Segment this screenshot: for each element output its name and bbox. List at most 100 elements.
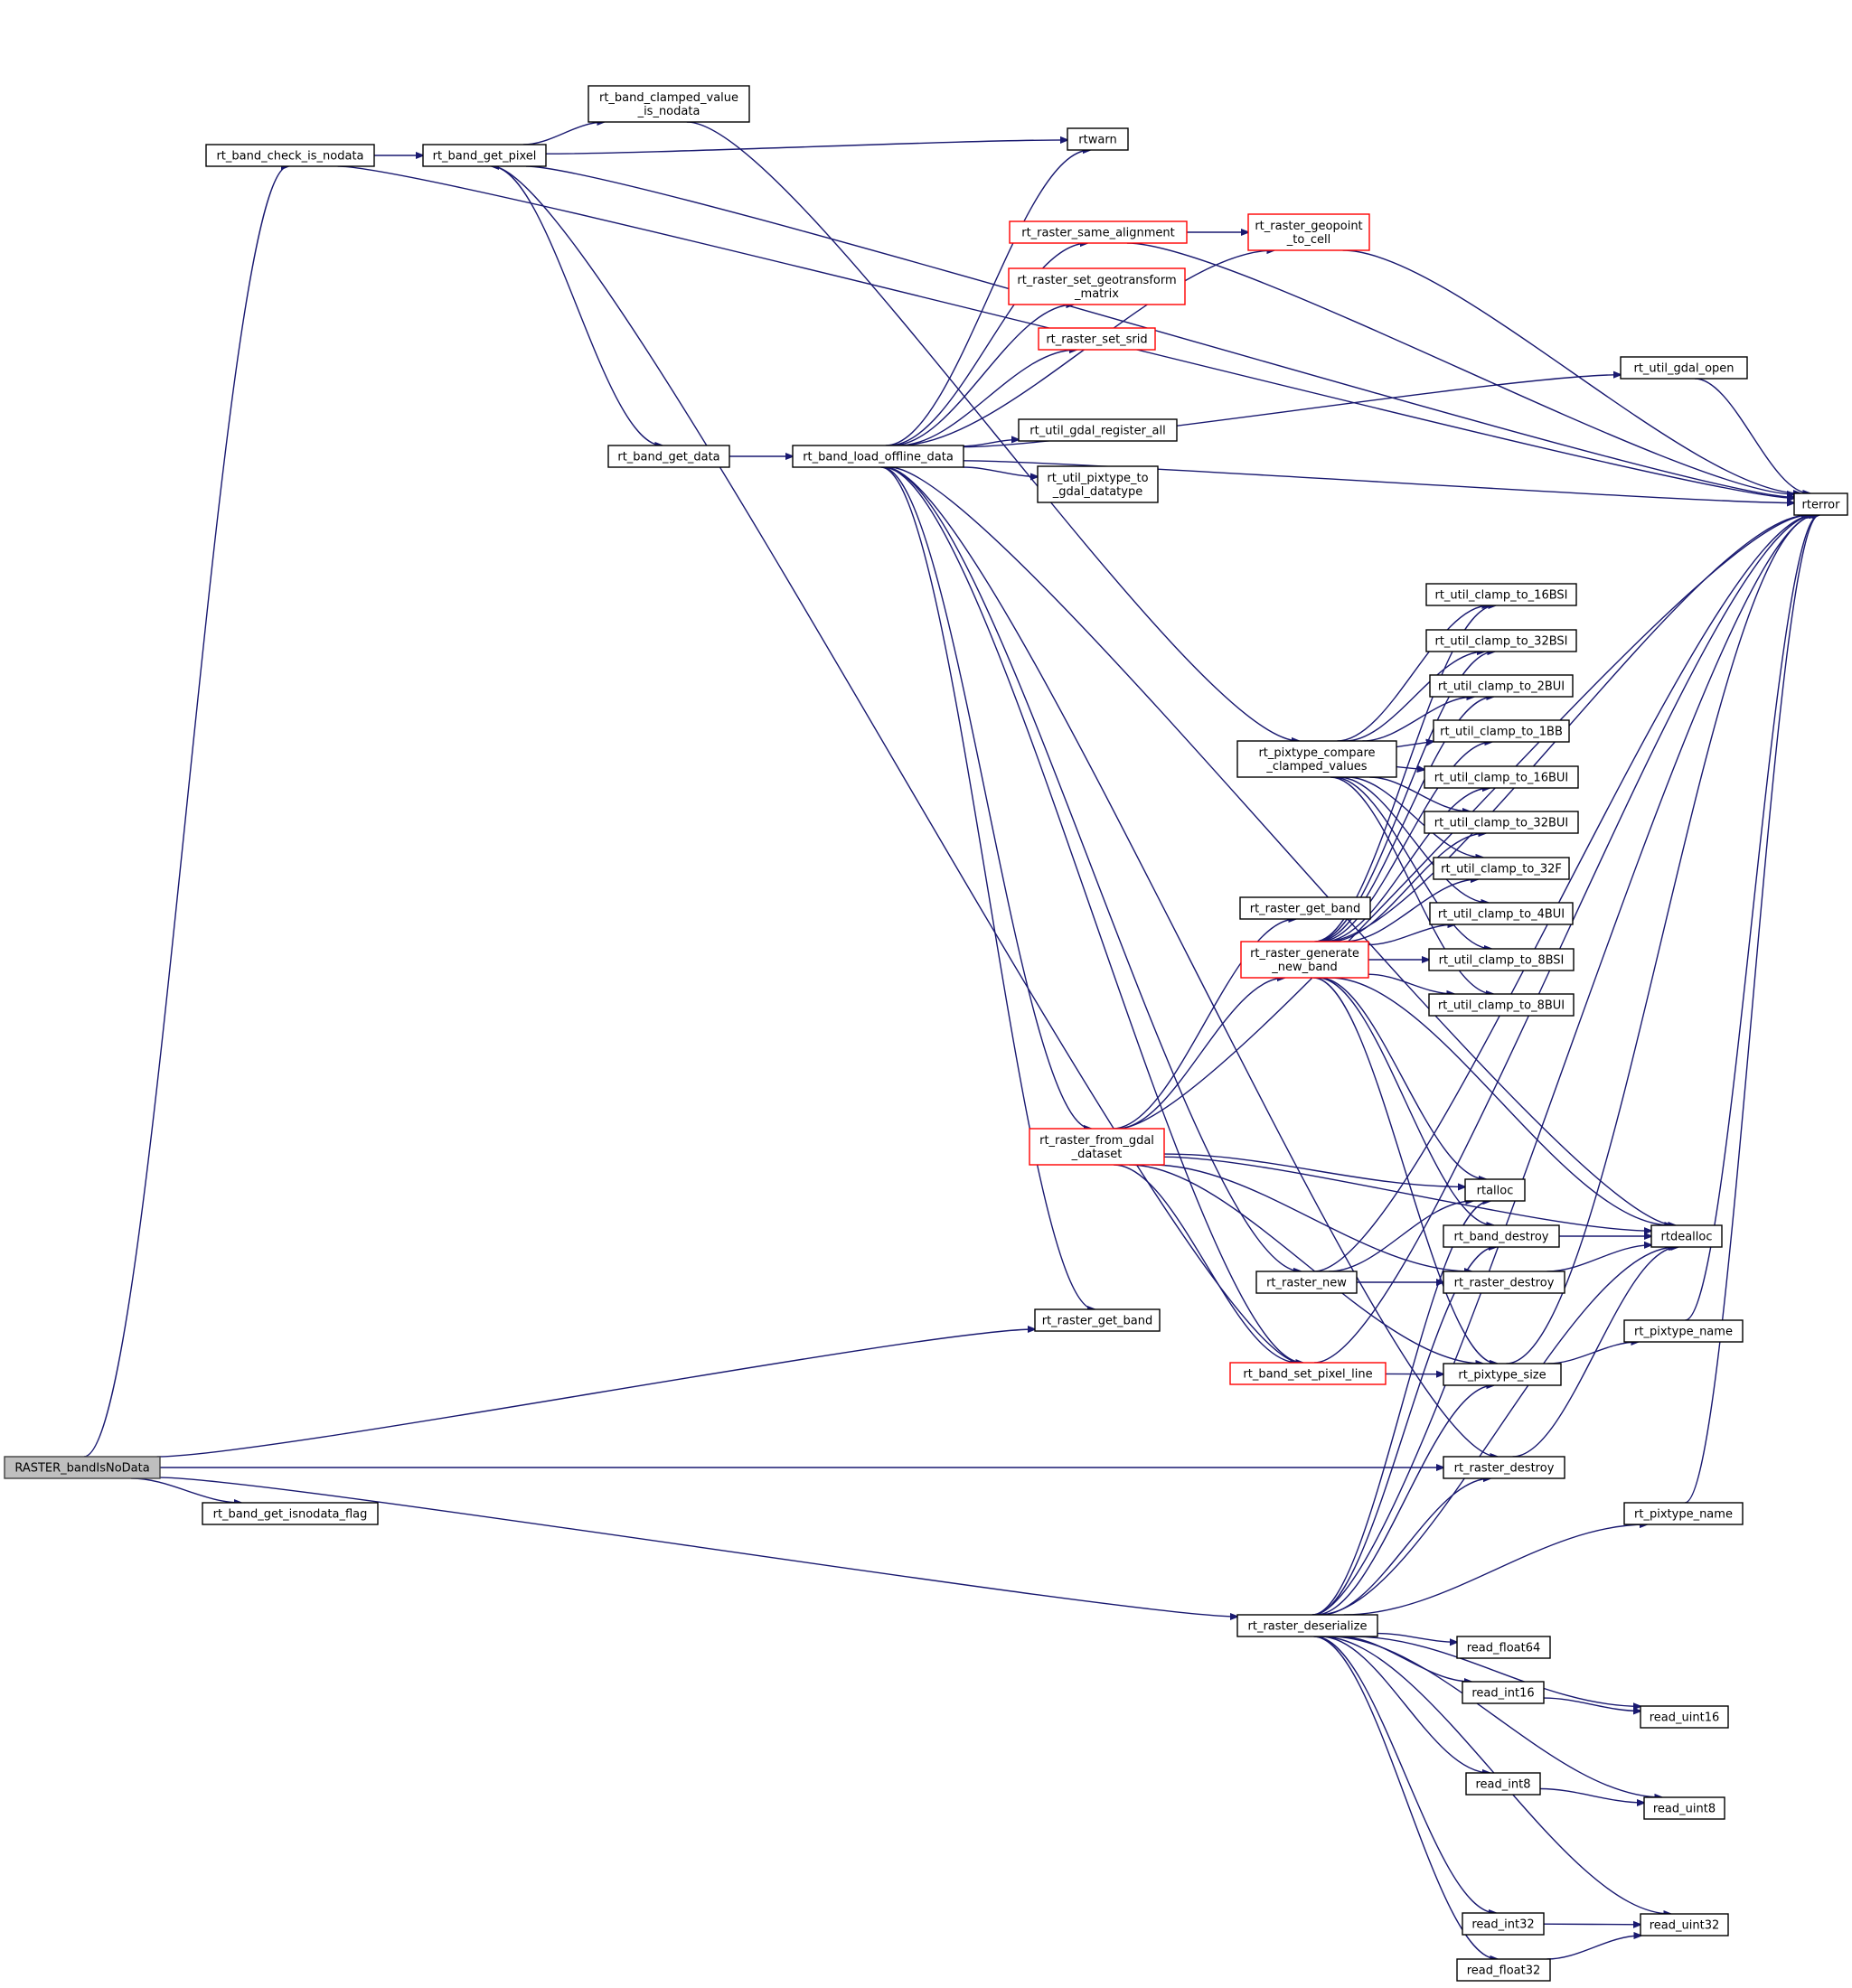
node-box bbox=[1236, 1614, 1378, 1637]
node-label: rtalloc bbox=[1477, 1185, 1514, 1198]
node-read_int32[interactable]: read_int32 bbox=[1462, 1912, 1545, 1936]
node-rt_raster_get_band_a[interactable]: rt_raster_get_band bbox=[1239, 896, 1371, 920]
edge-rt_band_load_offline_data-to-rt_raster_new bbox=[883, 466, 1302, 1271]
edge-rt_raster_deserialize-to-read_int16 bbox=[1339, 1636, 1471, 1682]
node-rt_util_clamp_to_2BUI[interactable]: rt_util_clamp_to_2BUI bbox=[1429, 674, 1574, 698]
node-rt_pixtype_compare_clamped_values[interactable]: rt_pixtype_compare_clamped_values bbox=[1236, 740, 1397, 778]
node-read_uint16[interactable]: read_uint16 bbox=[1640, 1705, 1729, 1729]
node-read_float64[interactable]: read_float64 bbox=[1456, 1636, 1551, 1659]
edge-rt_pixtype_compare_clamped_values-to-rt_util_clamp_to_32BUI bbox=[1369, 776, 1470, 811]
node-rt_util_clamp_to_8BUI[interactable]: rt_util_clamp_to_8BUI bbox=[1428, 993, 1575, 1017]
node-rt_pixtype_size[interactable]: rt_pixtype_size bbox=[1443, 1363, 1562, 1386]
node-rt_util_clamp_to_4BUI[interactable]: rt_util_clamp_to_4BUI bbox=[1429, 902, 1574, 925]
node-rt_pixtype_name_b[interactable]: rt_pixtype_name bbox=[1623, 1502, 1744, 1525]
node-read_uint32[interactable]: read_uint32 bbox=[1640, 1913, 1729, 1936]
node-label: RASTER_bandIsNoData bbox=[14, 1462, 149, 1476]
node-rtalloc[interactable]: rtalloc bbox=[1464, 1178, 1526, 1202]
node-read_uint8[interactable]: read_uint8 bbox=[1643, 1796, 1725, 1820]
edge-RASTER_bandIsNoData-to-rt_raster_deserialize bbox=[159, 1477, 1237, 1617]
node-box bbox=[4, 1456, 161, 1479]
node-rt_raster_get_band_b[interactable]: rt_raster_get_band bbox=[1034, 1308, 1161, 1332]
edge-rt_raster_deserialize-to-rt_band_destroy bbox=[1312, 1247, 1497, 1616]
node-box bbox=[1433, 719, 1570, 743]
edge-rt_raster_deserialize-to-read_float32 bbox=[1313, 1636, 1497, 1959]
edge-rt_raster_generate_new_band-to-rt_util_clamp_to_2BUI bbox=[1317, 697, 1494, 942]
node-read_int8[interactable]: read_int8 bbox=[1465, 1772, 1541, 1796]
node-label: _to_cell bbox=[1286, 233, 1330, 247]
node-rt_raster_new[interactable]: rt_raster_new bbox=[1255, 1271, 1358, 1294]
node-rt_raster_destroy_a[interactable]: rt_raster_destroy bbox=[1443, 1271, 1565, 1294]
edge-rt_pixtype_size-to-rt_pixtype_name_a bbox=[1547, 1342, 1638, 1364]
node-rt_band_check_is_nodata[interactable]: rt_band_check_is_nodata bbox=[205, 144, 375, 167]
node-label: read_uint8 bbox=[1653, 1803, 1716, 1816]
edge-rt_band_load_offline_data-to-rt_util_gdal_open bbox=[963, 375, 1621, 448]
node-read_float32[interactable]: read_float32 bbox=[1456, 1958, 1551, 1982]
node-rt_raster_geopoint_to_cell[interactable]: rt_raster_geopoint_to_cell bbox=[1247, 213, 1370, 251]
node-label: rt_util_clamp_to_32BUI bbox=[1434, 817, 1569, 830]
node-label: rt_raster_set_srid bbox=[1046, 333, 1147, 347]
node-rt_util_gdal_register_all[interactable]: rt_util_gdal_register_all bbox=[1018, 418, 1178, 442]
edge-rt_band_load_offline_data-to-rt_raster_destroy_b bbox=[884, 466, 1498, 1457]
node-rt_band_load_offline_data[interactable]: rt_band_load_offline_data bbox=[792, 445, 964, 468]
node-label: _is_nodata bbox=[637, 105, 700, 118]
node-label: rt_band_destroy bbox=[1454, 1231, 1549, 1244]
node-box bbox=[202, 1502, 379, 1525]
node-rt_raster_destroy_b[interactable]: rt_raster_destroy bbox=[1443, 1456, 1565, 1479]
node-rt_util_clamp_to_32BUI[interactable]: rt_util_clamp_to_32BUI bbox=[1424, 811, 1579, 834]
node-rt_util_clamp_to_8BSI[interactable]: rt_util_clamp_to_8BSI bbox=[1428, 948, 1575, 971]
edge-rt_raster_from_gdal_dataset-to-rt_band_set_pixel_line bbox=[1114, 1164, 1298, 1363]
edge-rt_raster_generate_new_band-to-rt_util_clamp_to_16BSI bbox=[1314, 605, 1495, 942]
node-rt_band_set_pixel_line[interactable]: rt_band_set_pixel_line bbox=[1229, 1362, 1387, 1385]
node-rt_band_clamped_value_is_nodata[interactable]: rt_band_clamped_value_is_nodata bbox=[588, 85, 750, 123]
node-box bbox=[1464, 1178, 1526, 1202]
node-label: rt_raster_destroy bbox=[1454, 1277, 1555, 1290]
node-rtdealloc[interactable]: rtdealloc bbox=[1650, 1224, 1723, 1248]
edge-rt_band_get_pixel-to-rtwarn bbox=[545, 140, 1067, 155]
node-label: rt_band_get_data bbox=[617, 451, 719, 464]
edge-rt_raster_generate_new_band-to-rt_util_clamp_to_32BSI bbox=[1315, 652, 1495, 942]
edge-rt_band_load_offline_data-to-rt_raster_set_geotransform_matrix bbox=[891, 305, 1074, 446]
edge-rt_raster_generate_new_band-to-rt_pixtype_size bbox=[1312, 977, 1497, 1364]
node-rt_util_clamp_to_32BSI[interactable]: rt_util_clamp_to_32BSI bbox=[1425, 629, 1577, 652]
node-rt_raster_from_gdal_dataset[interactable]: rt_raster_from_gdal_dataset bbox=[1029, 1128, 1165, 1166]
node-rt_util_gdal_open[interactable]: rt_util_gdal_open bbox=[1620, 356, 1748, 380]
node-box bbox=[1018, 418, 1178, 442]
edge-rt_raster_from_gdal_dataset-to-rt_pixtype_size bbox=[1129, 1164, 1483, 1364]
edge-rt_raster_deserialize-to-rt_raster_destroy_b bbox=[1321, 1478, 1490, 1616]
node-rt_raster_set_srid[interactable]: rt_raster_set_srid bbox=[1038, 327, 1156, 351]
node-box bbox=[1255, 1271, 1358, 1294]
node-rt_raster_set_geotransform_matrix[interactable]: rt_raster_set_geotransform_matrix bbox=[1008, 267, 1186, 305]
node-rt_util_clamp_to_32F[interactable]: rt_util_clamp_to_32F bbox=[1433, 857, 1570, 880]
node-box bbox=[1424, 765, 1579, 789]
node-label: rterror bbox=[1802, 499, 1841, 512]
edge-rt_raster_geopoint_to_cell-to-rterror bbox=[1342, 249, 1800, 493]
node-box bbox=[1443, 1224, 1560, 1248]
edge-rt_util_gdal_open-to-rterror bbox=[1694, 378, 1810, 493]
node-rt_band_get_isnodata_flag[interactable]: rt_band_get_isnodata_flag bbox=[202, 1502, 379, 1525]
node-rt_util_pixtype_to_gdal_datatype[interactable]: rt_util_pixtype_to_gdal_datatype bbox=[1037, 465, 1159, 503]
node-rterror[interactable]: rterror bbox=[1793, 492, 1848, 516]
node-RASTER_bandIsNoData[interactable]: RASTER_bandIsNoData bbox=[4, 1456, 161, 1479]
node-rtwarn[interactable]: rtwarn bbox=[1067, 127, 1129, 151]
node-box bbox=[1038, 327, 1156, 351]
edge-rt_raster_new-to-rtalloc bbox=[1328, 1201, 1473, 1272]
node-rt_band_destroy[interactable]: rt_band_destroy bbox=[1443, 1224, 1560, 1248]
node-rt_band_get_data[interactable]: rt_band_get_data bbox=[607, 445, 730, 468]
node-rt_raster_deserialize[interactable]: rt_raster_deserialize bbox=[1236, 1614, 1378, 1637]
node-box bbox=[1623, 1319, 1744, 1343]
node-read_int16[interactable]: read_int16 bbox=[1462, 1681, 1545, 1704]
node-rt_band_get_pixel[interactable]: rt_band_get_pixel bbox=[422, 144, 547, 167]
node-box bbox=[1620, 356, 1748, 380]
node-rt_util_clamp_to_16BSI[interactable]: rt_util_clamp_to_16BSI bbox=[1425, 583, 1577, 606]
node-label: rt_pixtype_name bbox=[1634, 1326, 1733, 1339]
node-rt_raster_same_alignment[interactable]: rt_raster_same_alignment bbox=[1009, 220, 1188, 244]
node-label: read_int16 bbox=[1471, 1687, 1534, 1701]
node-rt_util_clamp_to_1BB[interactable]: rt_util_clamp_to_1BB bbox=[1433, 719, 1570, 743]
node-box bbox=[1239, 896, 1371, 920]
node-rt_raster_generate_new_band[interactable]: rt_raster_generate_new_band bbox=[1240, 941, 1369, 979]
node-rt_pixtype_name_a[interactable]: rt_pixtype_name bbox=[1623, 1319, 1744, 1343]
edge-rt_raster_deserialize-to-read_uint8 bbox=[1330, 1636, 1661, 1797]
edge-rt_band_set_pixel_line-to-rterror bbox=[1314, 515, 1814, 1364]
node-rt_util_clamp_to_16BUI[interactable]: rt_util_clamp_to_16BUI bbox=[1424, 765, 1579, 789]
